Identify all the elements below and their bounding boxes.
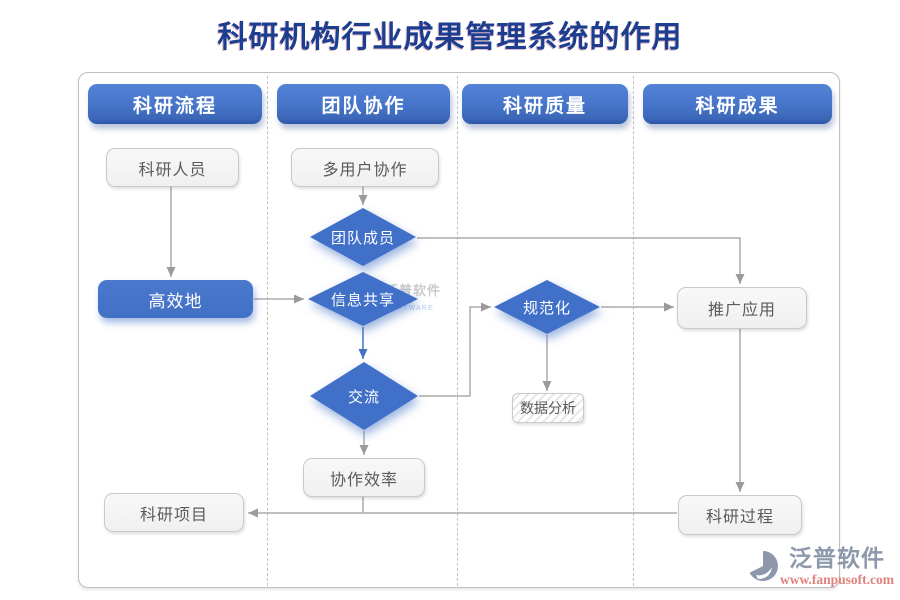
node-communication-label: 交流 (310, 362, 418, 430)
column-header-achievements: 科研成果 (643, 84, 832, 124)
node-research-project: 科研项目 (104, 493, 244, 532)
fanpu-brand-text: 泛普软件 (788, 545, 885, 571)
node-communication: 交流 (310, 362, 418, 430)
node-efficiently: 高效地 (98, 280, 253, 318)
node-multi-user: 多用户协作 (291, 148, 439, 187)
column-separator (633, 76, 634, 586)
node-promotion: 推广应用 (677, 287, 807, 329)
column-header-process: 科研流程 (88, 84, 262, 124)
column-separator (267, 76, 268, 586)
node-info-sharing: 信息共享 (308, 272, 418, 326)
node-researcher: 科研人员 (106, 148, 239, 187)
node-research-process: 科研过程 (678, 495, 802, 535)
node-collab-efficiency: 协作效率 (303, 458, 425, 497)
fanpu-watermark: 泛普软件 www.fanpusoft.com (746, 547, 894, 588)
node-team-members-label: 团队成员 (310, 208, 416, 266)
node-data-analysis: 数据分析 (512, 393, 584, 423)
page-title: 科研机构行业成果管理系统的作用 (217, 21, 683, 54)
node-info-sharing-label: 信息共享 (308, 272, 418, 326)
fanpu-url-text: www.fanpusoft.com (779, 572, 894, 587)
node-team-members: 团队成员 (310, 208, 416, 266)
column-header-teamwork: 团队协作 (277, 84, 450, 124)
column-separator (457, 76, 458, 586)
column-header-quality: 科研质量 (462, 84, 628, 124)
fanpu-logo-icon (747, 550, 778, 581)
node-standardization: 规范化 (494, 280, 600, 334)
node-standardization-label: 规范化 (494, 280, 600, 334)
